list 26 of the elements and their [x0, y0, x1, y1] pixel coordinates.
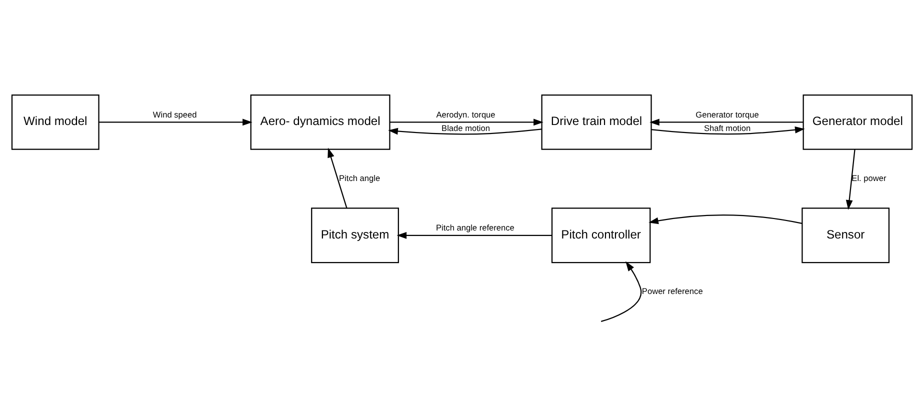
arrow — [648, 214, 802, 224]
arrow — [388, 128, 542, 135]
edge-label: Blade motion — [442, 123, 490, 134]
arrow — [328, 148, 348, 208]
arrow — [390, 118, 544, 126]
edge-label: Pitch angle — [339, 172, 380, 183]
arrow — [846, 149, 856, 210]
edge-label: Generator torque — [696, 110, 759, 120]
arrow — [396, 232, 552, 239]
edge-label: Pitch angle reference — [436, 222, 514, 233]
edge-label: Power reference — [642, 286, 703, 296]
edge-label: Wind speed — [152, 110, 197, 120]
arrow — [650, 118, 804, 126]
edge-label: El. power — [852, 172, 886, 183]
arrow — [98, 118, 252, 126]
node-box: Drive train model — [541, 94, 652, 150]
edge-label: Aerodyn. torque — [436, 110, 496, 120]
node-box: Wind model — [11, 94, 100, 150]
arrow — [651, 126, 805, 135]
arrow — [600, 261, 642, 322]
node-box: Pitch controller — [551, 208, 651, 264]
edge-label: Shaft motion — [704, 123, 751, 134]
node-box: Sensor — [802, 208, 890, 264]
node-box: Generator model — [802, 94, 913, 150]
node-box: Aero- dynamics model — [250, 94, 390, 150]
node-box: Pitch system — [311, 208, 399, 264]
